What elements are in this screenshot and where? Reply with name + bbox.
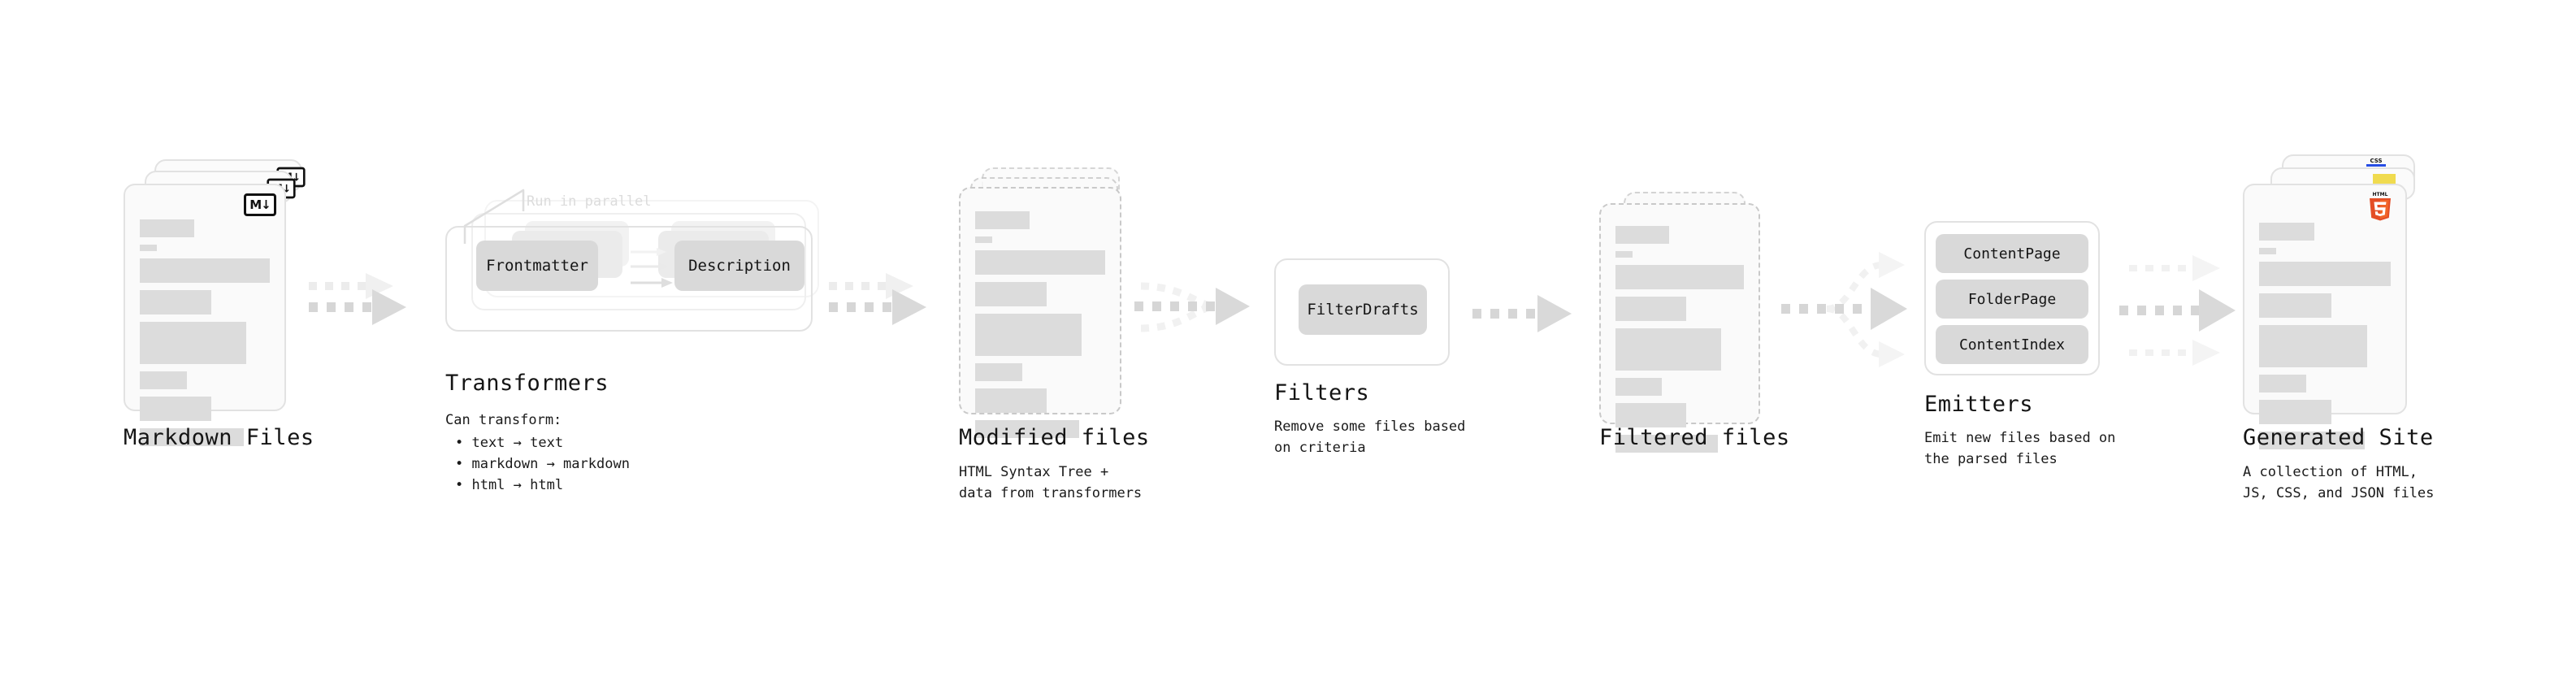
skeleton-bar [2259,248,2277,254]
skeleton-bar [1615,226,1670,244]
skeleton-bar [1615,297,1686,321]
skeleton-bar [975,250,1105,275]
stage-transformers: Frontmatter Description [445,189,827,358]
skeleton-bar [140,245,157,251]
label-modified-files: Modified files [959,425,1150,450]
emitters-chip-contentpage-label: ContentPage [1963,245,2061,262]
skeleton-bar [140,258,270,283]
skeleton-bar [2259,293,2332,318]
skeleton-bar [2259,432,2365,449]
markdown-file-stack: M↓ M↓ M↓ [124,159,306,446]
stage-filtered-files [1599,192,1778,453]
stage-generated-site: CSS HTML [2243,154,2430,449]
filtered-card-front [1599,203,1760,453]
arrow-emitters-to-site [2119,255,2236,366]
label-generated-site: Generated Site [2243,425,2434,450]
emitters-subtitle: Emit new files based on the parsed files [1924,430,2116,468]
transformers-group-ghost-1 [471,213,806,310]
site-skeleton-lines [2259,223,2391,457]
skeleton-bar [140,397,211,421]
label-markdown-files: Markdown Files [124,425,314,450]
skeleton-bar [2259,223,2315,241]
site-card-front: HTML [2243,184,2407,449]
skeleton-bar [975,282,1047,306]
label-emitters: Emitters [1924,392,2034,417]
skeleton-bar [140,428,244,446]
emitters-group-box [1924,221,2100,375]
label-filtered-files: Filtered files [1599,425,1790,450]
transformers-group-box [445,226,813,332]
transformers-bullet-0: • text → text [455,435,564,451]
skeleton-bar [1615,378,1662,396]
arrow-filters-to-filtered [1472,295,1572,332]
skeleton-bar [975,314,1082,356]
markdown-skeleton-lines [140,219,270,453]
filters-subtitle: Remove some files based on criteria [1274,419,1466,457]
transformers-chip-description[interactable]: Description [674,241,804,291]
filters-chip-filterdrafts-label: FilterDrafts [1307,301,1419,319]
skeleton-bar [140,371,187,389]
css-badge-text: CSS [2370,158,2383,164]
stage-emitters: ContentPage FolderPage ContentIndex [1924,221,2111,384]
emitters-chip-folderpage[interactable]: FolderPage [1936,280,2088,319]
skeleton-bar [1615,328,1721,371]
emitters-chip-contentindex-label: ContentIndex [1958,336,2066,354]
transformers-chip-description-label: Description [688,257,791,275]
arrow-filtered-to-emitters [1781,252,1907,367]
transformers-chip-frontmatter-label: Frontmatter [486,257,588,275]
html5-badge-svg: HTML [2370,192,2391,221]
css3-badge-icon: CSS [2366,158,2386,168]
filters-chip-filterdrafts[interactable]: FilterDrafts [1299,284,1427,335]
emitters-chip-contentpage[interactable]: ContentPage [1936,234,2088,273]
emitters-chip-folderpage-label: FolderPage [1967,290,2057,308]
svg-text:HTML: HTML [2373,192,2388,197]
markdown-card-front: M↓ [124,184,286,446]
skeleton-bar [975,388,1047,413]
modified-skeleton-lines [975,211,1105,445]
js-badge-icon [2373,174,2396,185]
skeleton-bar [2259,400,2332,424]
skeleton-bar [2259,262,2391,286]
skeleton-bar [140,290,211,314]
transformers-bullet-1: • markdown → markdown [455,456,630,472]
css-badge-bar [2366,164,2386,167]
run-in-parallel-bracket [463,189,525,244]
transformers-inner-arrows [631,248,673,288]
skeleton-bar [1615,403,1686,427]
markdown-badge-icon: M↓ [244,193,276,216]
stage-markdown-files: M↓ M↓ M↓ [124,159,306,446]
stage-modified-files [959,159,1138,438]
skeleton-bar [1615,265,1744,289]
skeleton-bar [140,322,247,364]
skeleton-bar [1615,435,1719,453]
emitters-chip-contentindex[interactable]: ContentIndex [1936,325,2088,364]
label-run-in-parallel: Run in parallel [527,193,652,210]
stage-filters: FilterDrafts [1274,258,1461,372]
modified-files-subtitle: HTML Syntax Tree + data from transformer… [959,464,1143,502]
label-transformers: Transformers [445,371,609,396]
arrow-transformers-to-modified [829,273,926,325]
modified-card-front [959,187,1121,438]
arrow-modified-to-filters [1134,282,1250,332]
arrow-markdown-to-transformers [309,273,406,325]
filters-group-box [1274,258,1450,366]
skeleton-bar [1615,251,1633,258]
transformers-chip-frontmatter[interactable]: Frontmatter [476,241,598,291]
html5-badge-icon: HTML [2366,190,2394,223]
skeleton-bar [975,211,1030,229]
skeleton-bar [140,219,195,237]
generated-site-subtitle: A collection of HTML, JS, CSS, and JSON … [2243,464,2435,502]
label-filters: Filters [1274,380,1370,406]
skeleton-bar [975,420,1079,438]
skeleton-bar [975,236,992,243]
skeleton-bar [2259,375,2307,393]
transformers-subtitle: Can transform: [445,412,562,428]
transformers-bullet-2: • html → html [455,477,564,493]
skeleton-bar [2259,325,2367,367]
filtered-skeleton-lines [1615,226,1744,460]
skeleton-bar [975,363,1022,381]
